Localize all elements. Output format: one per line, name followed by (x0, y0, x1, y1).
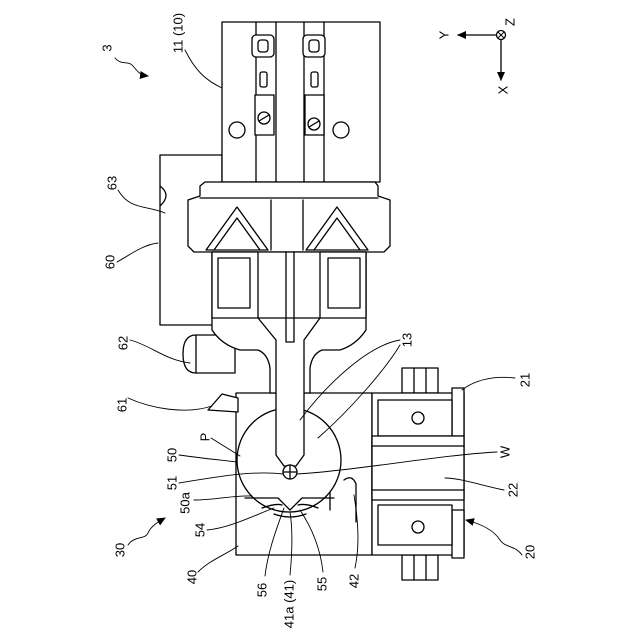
label-50a: 50a (178, 491, 193, 513)
label-W: W (498, 445, 513, 458)
flange (188, 182, 390, 252)
leader-60 (117, 243, 158, 262)
label-11: 11 (10) (171, 13, 186, 53)
axis-label-z: Z (503, 18, 518, 26)
axis-label-x: X (496, 85, 511, 94)
label-22: 22 (506, 483, 521, 497)
label-63: 63 (105, 176, 120, 190)
label-56: 56 (255, 583, 270, 597)
label-54: 54 (193, 523, 208, 537)
label-61: 61 (115, 398, 130, 412)
right-unit (372, 368, 464, 580)
leader-21 (462, 377, 515, 390)
label-62: 62 (116, 336, 131, 350)
axis-label-y: Y (437, 30, 452, 39)
upper-block (222, 22, 380, 182)
label-41a: 41a (41) (282, 580, 297, 628)
coordinate-axes (458, 31, 506, 81)
leader-62 (130, 340, 190, 363)
wedge-piece (208, 394, 238, 412)
leader-50 (179, 455, 237, 462)
leader-30 (128, 518, 165, 545)
label-51: 51 (165, 476, 180, 490)
leader-11 (185, 50, 222, 88)
label-50: 50 (165, 448, 180, 462)
leader-3 (115, 58, 148, 76)
label-30: 30 (113, 543, 128, 557)
label-55: 55 (315, 577, 330, 591)
leader-61 (128, 398, 212, 410)
label-21: 21 (518, 373, 533, 387)
leader-40 (198, 546, 238, 572)
label-20: 20 (523, 545, 538, 559)
label-3: 3 (100, 44, 115, 51)
label-P: P (198, 433, 213, 442)
label-60: 60 (103, 255, 118, 269)
label-40: 40 (185, 570, 200, 584)
leader-20 (466, 520, 522, 555)
leader-63 (118, 190, 165, 213)
label-13: 13 (400, 333, 415, 347)
label-42: 42 (347, 574, 362, 588)
